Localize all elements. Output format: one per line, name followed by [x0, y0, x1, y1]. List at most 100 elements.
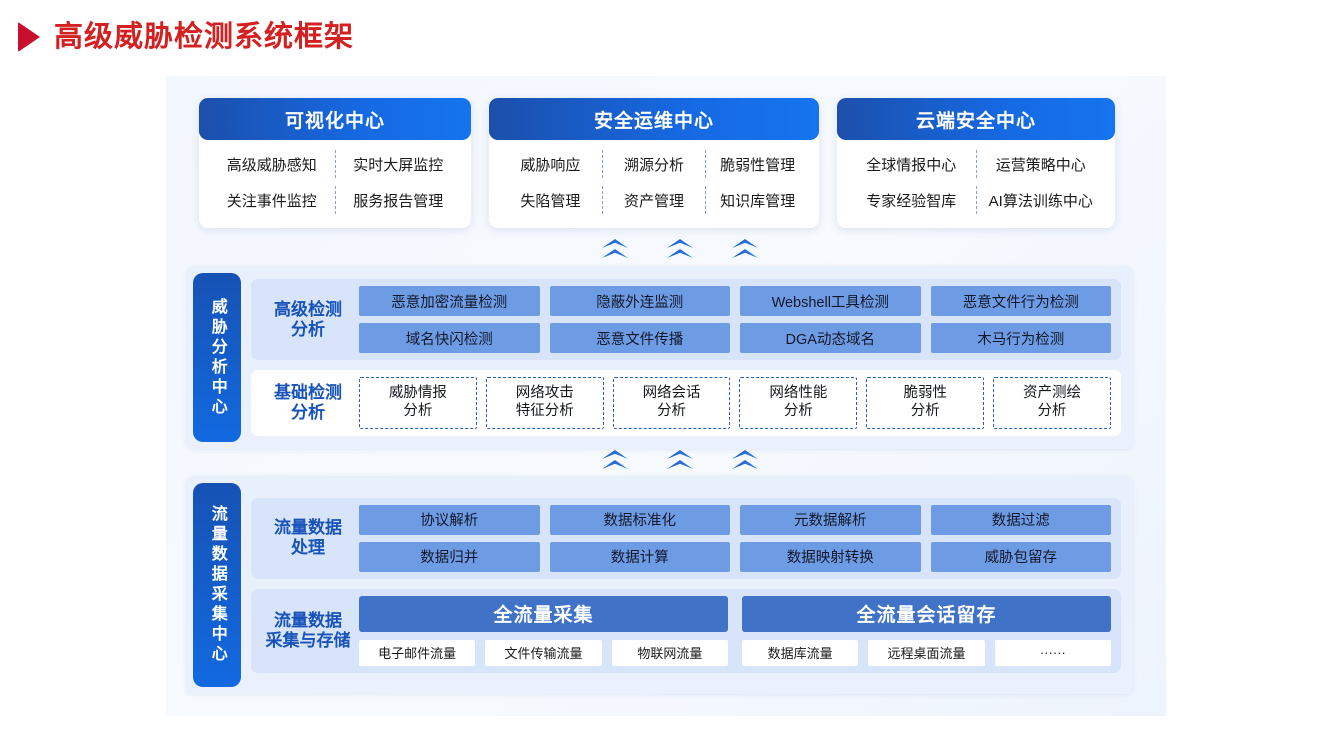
diagram-panel: 可视化中心 高级威胁感知 实时大屏监控 关注事件监控 服务报告管理 — [166, 76, 1166, 716]
chip-item[interactable]: 域名快闪检测 — [359, 323, 540, 353]
band-inner: 高级检测 分析 恶意加密流量检测 隐蔽外连监测 Webshell工具检测 恶意文… — [241, 266, 1133, 449]
storage-column-title[interactable]: 全流量会话留存 — [742, 595, 1111, 632]
card-grid-row: 失陷管理 资产管理 知识库管理 — [499, 182, 809, 218]
card-item[interactable]: 失陷管理 — [520, 192, 581, 210]
tag-item[interactable]: 文件传输流量 — [485, 639, 602, 666]
card-item[interactable]: 运营策略中心 — [995, 156, 1086, 174]
chip-item[interactable]: 数据标准化 — [549, 504, 730, 535]
chevron-group-upper — [600, 239, 760, 261]
card-item[interactable]: AI算法训练中心 — [988, 192, 1093, 210]
storage-column-session-retention: 全流量会话留存 数据库流量 远程桌面流量 ······ — [742, 595, 1111, 666]
dashed-item[interactable]: 资产测绘 分析 — [993, 377, 1111, 429]
dashed-item[interactable]: 威胁情报 分析 — [359, 377, 477, 429]
label-line-1: 高级检测 — [274, 299, 342, 319]
double-chevron-up-icon — [730, 239, 760, 261]
tag-item[interactable]: ······ — [994, 639, 1111, 666]
chip-item[interactable]: 隐蔽外连监测 — [549, 286, 730, 316]
vertical-divider — [705, 150, 707, 178]
card-grid-row: 专家经验智库 AI算法训练中心 — [847, 182, 1105, 218]
storage-column-full-capture: 全流量采集 电子邮件流量 文件传输流量 物联网流量 — [359, 595, 728, 666]
card-item[interactable]: 脆弱性管理 — [720, 156, 796, 174]
double-chevron-up-icon — [665, 239, 695, 261]
dashed-item[interactable]: 网络会话 分析 — [612, 377, 731, 429]
dashed-item-line-2: 分析 — [910, 403, 940, 419]
card-grid: 全球情报中心 运营策略中心 专家经验智库 AI算法训练中心 — [847, 146, 1105, 218]
basic-detection-items: 威胁情报 分析 网络攻击 特征分析 网络会话 分析 网络性能 — [359, 377, 1111, 429]
chip-item[interactable]: 恶意文件行为检测 — [930, 286, 1111, 316]
basic-detection-block: 基础检测 分析 威胁情报 分析 网络攻击 特征分析 网络会话 — [251, 370, 1121, 436]
vertical-divider — [705, 186, 707, 214]
vtab-label: 流量数据采集中心 — [208, 505, 226, 665]
dashed-item-line-1: 资产测绘 — [1023, 385, 1082, 402]
card-header-title: 安全运维中心 — [489, 98, 819, 140]
top-card-row: 可视化中心 高级威胁感知 实时大屏监控 关注事件监控 服务报告管理 — [199, 98, 1133, 228]
card-grid-row: 关注事件监控 服务报告管理 — [209, 182, 461, 218]
card-item[interactable]: 知识库管理 — [720, 192, 796, 210]
label-line-1: 流量数据 — [274, 610, 342, 630]
chip-item[interactable]: 恶意加密流量检测 — [359, 286, 540, 316]
tag-item[interactable]: 物联网流量 — [611, 639, 728, 666]
advanced-detection-label: 高级检测 分析 — [257, 300, 359, 339]
dashed-item-line-2: 分析 — [1037, 403, 1067, 419]
card-grid-row: 威胁响应 溯源分析 脆弱性管理 — [499, 146, 809, 182]
chevron-group-lower — [600, 450, 760, 472]
chip-item[interactable]: DGA动态域名 — [740, 323, 921, 353]
card-cloud-security-center[interactable]: 云端安全中心 全球情报中心 运营策略中心 专家经验智库 AI算法训练中心 — [837, 98, 1115, 228]
vertical-divider — [601, 150, 603, 178]
chip-item[interactable]: 数据计算 — [549, 541, 730, 572]
card-item[interactable]: 高级威胁感知 — [226, 156, 317, 174]
card-header-title: 可视化中心 — [199, 98, 471, 140]
card-item[interactable]: 实时大屏监控 — [353, 156, 444, 174]
vertical-divider — [601, 186, 603, 214]
chip-row: 协议解析 数据标准化 元数据解析 数据过滤 — [359, 504, 1111, 535]
chip-item[interactable]: 恶意文件传播 — [549, 323, 730, 353]
traffic-storage-block: 流量数据 采集与存储 全流量采集 电子邮件流量 文件传输流量 物联网流量 — [251, 588, 1121, 673]
advanced-chip-grid: 恶意加密流量检测 隐蔽外连监测 Webshell工具检测 恶意文件行为检测 域名… — [359, 286, 1111, 353]
storage-column-title[interactable]: 全流量采集 — [359, 595, 728, 632]
card-header-title: 云端安全中心 — [837, 98, 1115, 140]
chip-item[interactable]: 木马行为检测 — [930, 323, 1111, 353]
dashed-item-line-2: 分析 — [783, 403, 813, 419]
traffic-processing-block: 流量数据 处理 协议解析 数据标准化 元数据解析 数据过滤 数据归并 数据计算 — [251, 497, 1121, 579]
dashed-item[interactable]: 网络性能 分析 — [739, 377, 858, 429]
label-line-2: 分析 — [291, 319, 325, 339]
double-chevron-up-icon — [665, 450, 695, 472]
card-item[interactable]: 关注事件监控 — [226, 192, 317, 210]
vertical-divider — [975, 186, 977, 214]
traffic-processing-label: 流量数据 处理 — [257, 518, 359, 557]
card-visualization-center[interactable]: 可视化中心 高级威胁感知 实时大屏监控 关注事件监控 服务报告管理 — [199, 98, 471, 228]
label-line-1: 基础检测 — [274, 383, 342, 403]
chip-item[interactable]: Webshell工具检测 — [740, 286, 921, 316]
chip-item[interactable]: 元数据解析 — [740, 504, 921, 535]
card-item[interactable]: 服务报告管理 — [353, 192, 444, 210]
chip-item[interactable]: 威胁包留存 — [930, 541, 1111, 572]
double-chevron-up-icon — [730, 450, 760, 472]
chip-row: 恶意加密流量检测 隐蔽外连监测 Webshell工具检测 恶意文件行为检测 — [359, 286, 1111, 316]
band-inner: 流量数据 处理 协议解析 数据标准化 元数据解析 数据过滤 数据归并 数据计算 — [241, 476, 1133, 694]
card-item[interactable]: 资产管理 — [624, 192, 685, 210]
chip-item[interactable]: 数据过滤 — [930, 504, 1111, 535]
tag-item[interactable]: 电子邮件流量 — [359, 639, 476, 666]
dashed-item-line-1: 网络性能 — [769, 385, 828, 402]
card-grid-row: 高级威胁感知 实时大屏监控 — [209, 146, 461, 182]
page-title-text: 高级威胁检测系统框架 — [54, 20, 355, 53]
vtab-traffic-collection-center[interactable]: 流量数据采集中心 — [193, 483, 241, 687]
chip-item[interactable]: 协议解析 — [359, 504, 540, 535]
card-item[interactable]: 威胁响应 — [520, 156, 581, 174]
card-security-operations-center[interactable]: 安全运维中心 威胁响应 溯源分析 脆弱性管理 失陷管理 — [489, 98, 819, 228]
card-grid: 高级威胁感知 实时大屏监控 关注事件监控 服务报告管理 — [209, 146, 461, 218]
chip-item[interactable]: 数据映射转换 — [740, 541, 921, 572]
card-item[interactable]: 溯源分析 — [624, 156, 685, 174]
tag-item[interactable]: 数据库流量 — [742, 639, 859, 666]
tag-item[interactable]: 远程桌面流量 — [868, 639, 985, 666]
traffic-storage-label: 流量数据 采集与存储 — [257, 611, 359, 650]
storage-columns: 全流量采集 电子邮件流量 文件传输流量 物联网流量 全流量会话留存 数据库流量 — [359, 595, 1111, 666]
card-item[interactable]: 全球情报中心 — [866, 156, 957, 174]
dashed-item[interactable]: 网络攻击 特征分析 — [485, 377, 604, 429]
card-item[interactable]: 专家经验智库 — [866, 192, 957, 210]
vtab-threat-analysis-center[interactable]: 威胁分析中心 — [193, 273, 241, 442]
card-grid: 威胁响应 溯源分析 脆弱性管理 失陷管理 资产管理 知识库管理 — [499, 146, 809, 218]
dashed-item[interactable]: 脆弱性 分析 — [866, 377, 985, 429]
tag-row: 电子邮件流量 文件传输流量 物联网流量 — [359, 639, 728, 666]
chip-item[interactable]: 数据归并 — [359, 541, 540, 572]
